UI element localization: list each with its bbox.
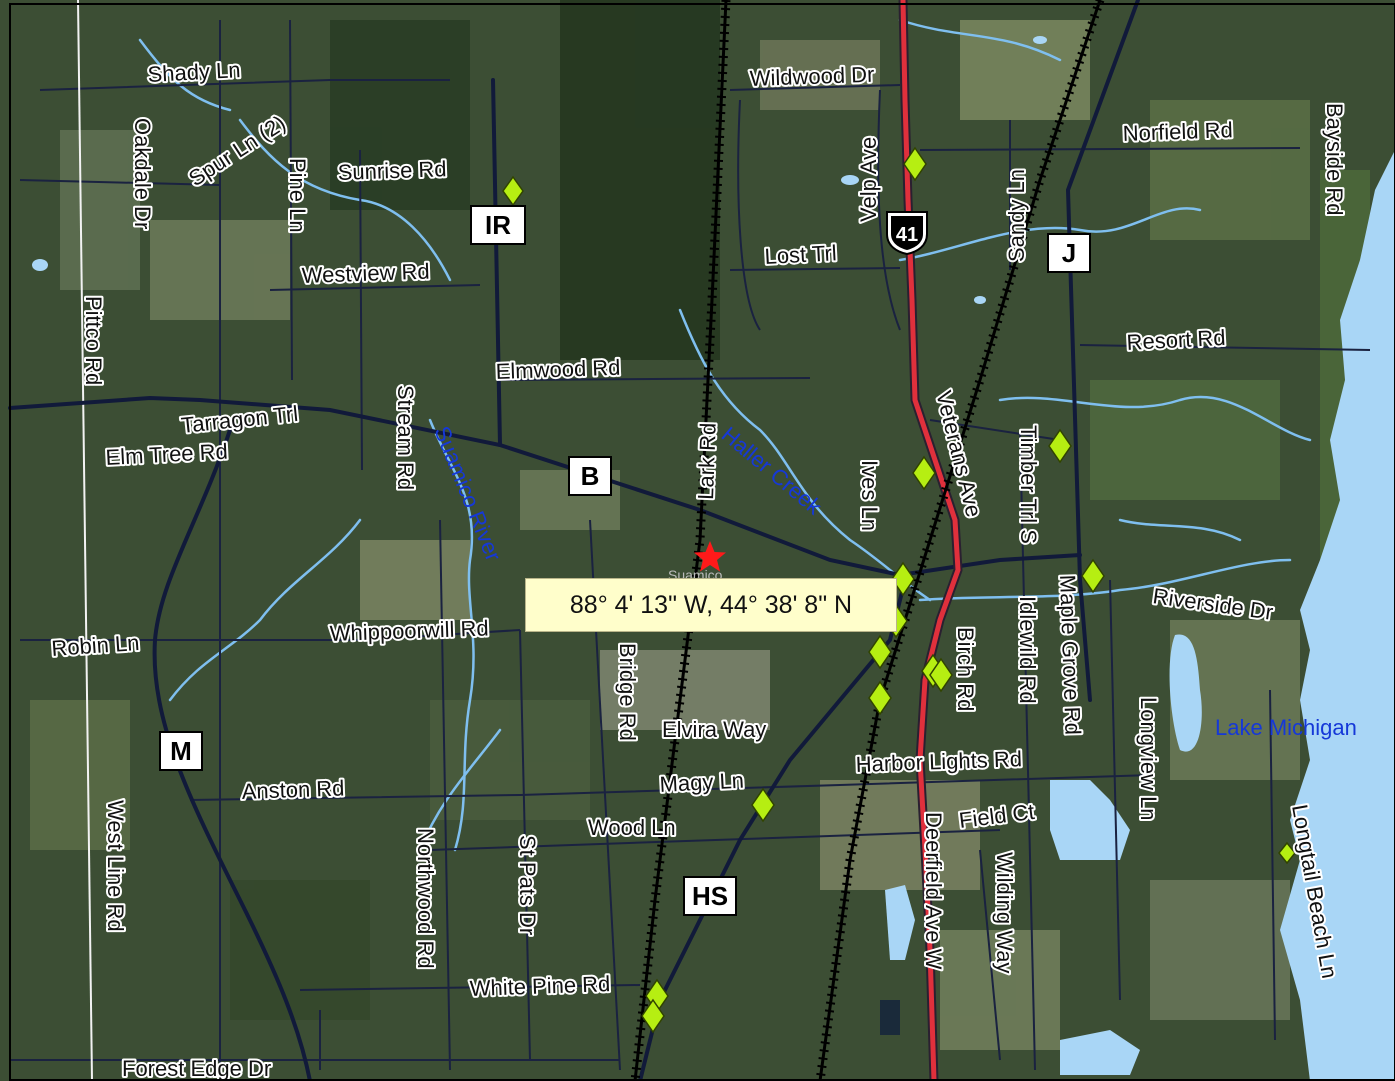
road-label-white-pine-rd: White Pine Rd	[469, 971, 610, 1001]
road-label-elmwood-rd: Elmwood Rd	[495, 355, 621, 384]
road-label-elvira-way: Elvira Way	[662, 717, 766, 742]
road-label-velp-ave: Velp Ave	[856, 137, 881, 222]
road-label-anston-rd: Anston Rd	[241, 775, 345, 804]
us-41-shield-number: 41	[896, 224, 918, 246]
road-label-lark-rd: Lark Rd	[693, 422, 721, 500]
diamond-marker	[751, 787, 775, 823]
road-label-deerfield-ave-w: Deerfield Ave W	[921, 812, 946, 970]
location-star-icon[interactable]	[694, 541, 726, 572]
diamond-marker	[868, 634, 892, 670]
minor-roads	[10, 19, 1371, 1071]
diamond-marker	[1278, 841, 1296, 865]
road-label-pine-ln: Pine Ln	[285, 158, 310, 233]
road-label-maple-grove-rd: Maple Grove Rd	[1055, 574, 1086, 735]
road-label-northwood-rd: Northwood Rd	[413, 828, 438, 969]
diamond-marker	[868, 680, 892, 716]
road-label-shady-ln: Shady Ln	[147, 57, 241, 87]
road-label-norfield-rd: Norfield Rd	[1122, 117, 1233, 146]
road-label-pittco-rd: Pittco Rd	[81, 296, 106, 385]
road-label-bridge-rd: Bridge Rd	[615, 643, 640, 741]
diamond-marker	[641, 998, 665, 1034]
us-41-shield: 41	[886, 211, 928, 256]
road-label-timber-trl-s: Timber Trl S	[1016, 425, 1041, 544]
diamond-marker	[891, 561, 915, 597]
diamond-marker	[1048, 428, 1072, 464]
road-label-westview-rd: Westview Rd	[301, 259, 430, 288]
diamond-marker	[929, 657, 953, 693]
diamond-marker	[912, 455, 936, 491]
county-shield-hs: HS	[683, 876, 737, 916]
road-label-wildwood-dr: Wildwood Dr	[749, 62, 874, 91]
road-label-bayside-rd: Bayside Rd	[1322, 103, 1347, 216]
county-shield-j: J	[1047, 233, 1091, 273]
road-label-lost-trl: Lost Trl	[764, 240, 837, 269]
streams	[138, 18, 1312, 852]
ponds	[32, 36, 1202, 1075]
road-label-oakdale-dr: Oakdale Dr	[130, 118, 155, 229]
map-frame	[9, 3, 1395, 1081]
road-label-whippoorwill-rd: Whippoorwill Rd	[329, 615, 489, 646]
road-label-magy-ln: Magy Ln	[659, 768, 745, 797]
road-label-forest-edge-dr: Forest Edge Dr	[122, 1056, 271, 1081]
coordinate-readout: 88° 4' 13" W, 44° 38' 8" N	[525, 578, 897, 632]
water-label-lake-michigan: Lake Michigan	[1215, 715, 1357, 740]
road-label-st-pats-dr: St Pats Dr	[515, 835, 540, 935]
road-label-west-line-rd: West Line Rd	[103, 800, 128, 932]
road-label-stream-rd: Stream Rd	[393, 385, 418, 490]
road-label-resort-rd: Resort Rd	[1126, 325, 1226, 355]
road-label-wood-ln: Wood Ln	[588, 815, 676, 840]
county-shield-ir: IR	[470, 205, 526, 245]
lake-michigan-water	[1280, 150, 1395, 1081]
pittco-rd-line	[77, 0, 93, 1081]
county-shield-b: B	[568, 456, 612, 496]
road-label-wilding-way: Wilding Way	[992, 852, 1017, 973]
diamond-marker	[903, 146, 927, 182]
road-label-ives-ln: Ives Ln	[857, 460, 882, 531]
county-shield-m: M	[159, 731, 203, 771]
diamond-marker	[1081, 558, 1105, 594]
road-label-longview-ln: Longview Ln	[1136, 697, 1161, 821]
road-label-sunrise-rd: Sunrise Rd	[337, 156, 447, 185]
road-label-birch-rd: Birch Rd	[953, 627, 978, 711]
road-label-sandy-ln: Sandy Ln	[1004, 169, 1029, 262]
road-label-idlewild-rd: Idlewild Rd	[1015, 596, 1040, 704]
